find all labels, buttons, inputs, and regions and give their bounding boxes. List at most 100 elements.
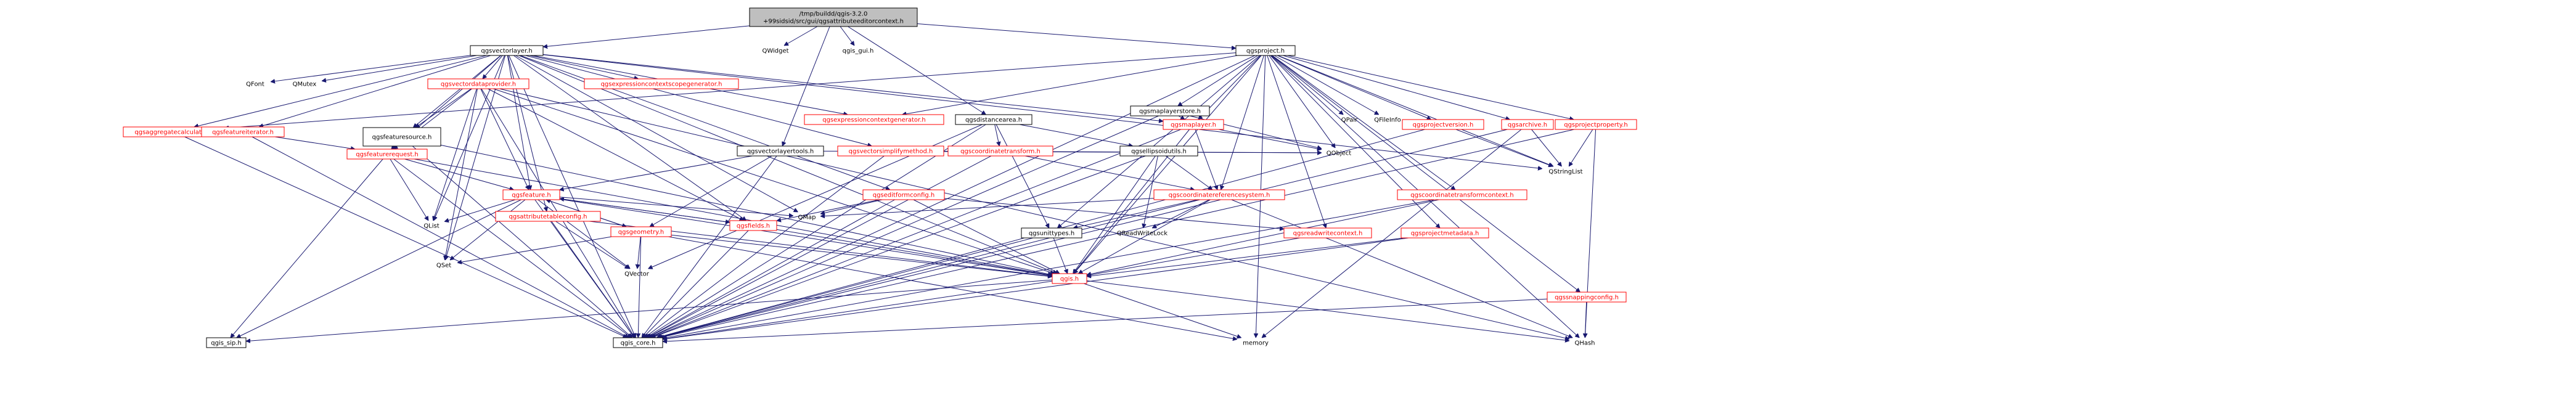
edge-qgsgeometry-to-QSet: [457, 236, 612, 263]
edge-qgis-to-qgis_sip: [246, 279, 1053, 341]
edge-qgsproject-to-QPair: [1271, 55, 1344, 115]
edge-qgsmaplayerstore-to-qgis_core: [649, 115, 1159, 338]
node-qgsvectorlayer[interactable]: qgsvectorlayer.h: [470, 45, 544, 56]
edge-qgsfields-to-qgsfeature: [560, 198, 730, 223]
edge-qgscoordinatetransformcontext-to-qgis: [1087, 199, 1439, 275]
node-qgis_sip[interactable]: qgis_sip.h: [206, 337, 247, 348]
node-qgsfields[interactable]: qgsfields.h: [729, 220, 777, 231]
edge-root-to-qgsvectorlayertools: [782, 26, 830, 146]
node-qgssnappingconfig[interactable]: qgssnappingconfig.h: [1547, 292, 1627, 303]
node-label-qgsunittypes: qgsunittypes.h: [1029, 231, 1074, 237]
edge-qgsvectorlayer-to-qgsfields: [513, 55, 746, 221]
node-box-root: [749, 7, 918, 27]
edge-qgsdistancearea-to-qgsellipsoidutils: [1019, 124, 1133, 146]
node-qgsproject[interactable]: qgsproject.h: [1235, 45, 1296, 56]
node-qgsvectorlayertools[interactable]: qgsvectorlayertools.h: [737, 145, 824, 157]
node-box-qgsproject: [1235, 45, 1296, 56]
node-qgsmaplayerstore[interactable]: qgsmaplayerstore.h: [1130, 105, 1210, 116]
node-label-qgsmaplayer: qgsmaplayer.h: [1171, 122, 1216, 129]
node-label-qgsaggregatecalculator: qgsaggregatecalculator.h: [134, 129, 213, 136]
node-label-qgsexpressioncontextgenerator: qgsexpressioncontextgenerator.h: [822, 117, 926, 124]
node-box-qgsfeaturerequest: [346, 149, 428, 160]
edge-qgsmaplayer-to-qgis_core: [650, 129, 1181, 338]
node-qgscoordinatetransform[interactable]: qgscoordinatetransform.h: [947, 145, 1053, 157]
node-qgsreadwritecontext[interactable]: qgsreadwritecontext.h: [1283, 227, 1372, 239]
node-qgsprojectproperty[interactable]: qgsprojectproperty.h: [1555, 119, 1637, 130]
edge-qgsvectorlayer-to-qgsfeaturesource: [413, 55, 501, 128]
edge-qgsfeaturesource-to-qgis: [440, 144, 1052, 275]
node-qgsdistancearea[interactable]: qgsdistancearea.h: [955, 114, 1032, 125]
node-root[interactable]: /tmp/buildd/qgis-3.2.0+99sidsid/src/gui/…: [749, 7, 918, 27]
node-label-qgssnappingconfig: qgssnappingconfig.h: [1555, 295, 1619, 301]
edge-qgsvectorlayer-to-qgsfeature: [507, 55, 530, 190]
node-qgsaggregatecalculator[interactable]: qgsaggregatecalculator.h: [123, 126, 225, 137]
edge-qgsvectorlayertools-to-qgsfeature: [560, 155, 753, 190]
node-box-qgsmaplayer: [1163, 119, 1224, 130]
edge-qgis-to-qgis_core: [663, 280, 1053, 339]
node-QObject: QObject: [1327, 150, 1352, 157]
node-box-qgsprojectmetadata: [1400, 227, 1489, 239]
edge-root-to-QWidget: [784, 26, 818, 46]
edge-qgsunittypes-to-qgis_core: [656, 237, 1033, 338]
node-qgis[interactable]: qgis.h: [1052, 273, 1087, 284]
node-qgsexpressioncontextscopegenerator[interactable]: qgsexpressioncontextscopegenerator.h: [584, 78, 739, 89]
node-QWidget: QWidget: [762, 48, 788, 55]
node-box-qgis: [1052, 273, 1087, 284]
node-qgsfeature[interactable]: qgsfeature.h: [502, 189, 560, 200]
node-qgsattributetableconfig[interactable]: qgsattributetableconfig.h: [495, 211, 601, 222]
node-QList: QList: [423, 223, 439, 230]
edge-qgsproject-to-qgis_core: [648, 55, 1256, 338]
edge-qgsfeature-to-QSet: [450, 199, 526, 260]
node-box-qgssnappingconfig: [1547, 292, 1627, 303]
edge-qgsdistancearea-to-qgsunittypes: [996, 124, 1050, 228]
node-qgsexpressioncontextgenerator[interactable]: qgsexpressioncontextgenerator.h: [804, 114, 944, 125]
node-label-qgsellipsoidutils: qgsellipsoidutils.h: [1131, 149, 1187, 155]
node-label-QWidget: QWidget: [762, 48, 788, 55]
node-QVector: QVector: [624, 271, 650, 278]
node-qgsfeatureiterator[interactable]: qgsfeatureiterator.h: [201, 126, 285, 137]
node-QHash: QHash: [1574, 340, 1595, 347]
node-qgsgeometry[interactable]: qgsgeometry.h: [610, 226, 672, 237]
node-qgsfeaturesource[interactable]: qgsfeaturesource.h: [362, 127, 441, 147]
edge-qgsproject-to-qgsreadwritecontext: [1267, 55, 1327, 228]
edge-qgsvectorlayer-to-qgsvectorsimplifymethod: [525, 55, 872, 146]
node-qgscoordinatetransformcontext[interactable]: qgscoordinatetransformcontext.h: [1397, 189, 1527, 200]
node-label-qgsfeaturesource: qgsfeaturesource.h: [372, 134, 432, 141]
edge-qgsfeaturerequest-to-qgis_core: [393, 158, 632, 338]
edge-qgscoordinatetransformcontext-to-qgis_core: [663, 199, 1435, 338]
node-label-qgsvectordataprovider: qgsvectordataprovider.h: [441, 81, 516, 88]
node-label-qgsprojectmetadata: qgsprojectmetadata.h: [1411, 231, 1479, 237]
node-qgsfeaturerequest[interactable]: qgsfeaturerequest.h: [346, 149, 428, 160]
node-qgsvectorsimplifymethod[interactable]: qgsvectorsimplifymethod.h: [837, 145, 944, 157]
node-box-qgsattributetableconfig: [495, 211, 601, 222]
node-qgsmaplayer[interactable]: qgsmaplayer.h: [1163, 119, 1224, 130]
edge-qgssnappingconfig-to-QHash: [1585, 301, 1586, 338]
edge-qgsproject-to-qgssnappingconfig: [1272, 55, 1580, 292]
edge-qgsvectorlayer-to-QStringList: [542, 54, 1542, 169]
node-qgsprojectversion[interactable]: qgsprojectversion.h: [1402, 119, 1484, 130]
node-QStringList: QStringList: [1548, 169, 1582, 176]
node-qgis_core[interactable]: qgis_core.h: [613, 337, 663, 348]
node-qgsunittypes[interactable]: qgsunittypes.h: [1021, 227, 1082, 239]
node-qgsprojectmetadata[interactable]: qgsprojectmetadata.h: [1400, 227, 1489, 239]
edge-qgsfeatureiterator-to-qgis_core: [251, 136, 629, 338]
node-qgseditformconfig[interactable]: qgseditformconfig.h: [862, 189, 945, 200]
edge-qgsvectorlayer-to-QList: [433, 55, 505, 221]
node-label-QObject: QObject: [1327, 150, 1352, 157]
edge-qgscoordinatereferencesystem-to-qgis_core: [657, 199, 1200, 338]
node-qgscoordinatereferencesystem[interactable]: qgscoordinatereferencesystem.h: [1153, 189, 1285, 200]
node-qgsellipsoidutils[interactable]: qgsellipsoidutils.h: [1119, 145, 1198, 157]
edge-qgsfields-to-qgis_core: [643, 230, 749, 338]
edge-qgsproject-to-QStringList: [1277, 55, 1553, 166]
node-qgsarchive[interactable]: qgsarchive.h: [1501, 119, 1554, 130]
node-box-qgsvectordataprovider: [427, 78, 530, 89]
edge-qgsfeature-to-QMap: [559, 197, 793, 216]
node-qgsvectordataprovider[interactable]: qgsvectordataprovider.h: [427, 78, 530, 89]
node-box-qgsmaplayerstore: [1130, 105, 1210, 116]
edge-root-to-qgsvectorlayer: [543, 25, 750, 47]
node-label-QStringList: QStringList: [1548, 169, 1582, 176]
node-QFileInfo: QFileInfo: [1374, 117, 1401, 124]
node-label-qgis_core: qgis_core.h: [621, 340, 656, 347]
edge-qgsellipsoidutils-to-QReadWriteLock: [1143, 155, 1158, 228]
